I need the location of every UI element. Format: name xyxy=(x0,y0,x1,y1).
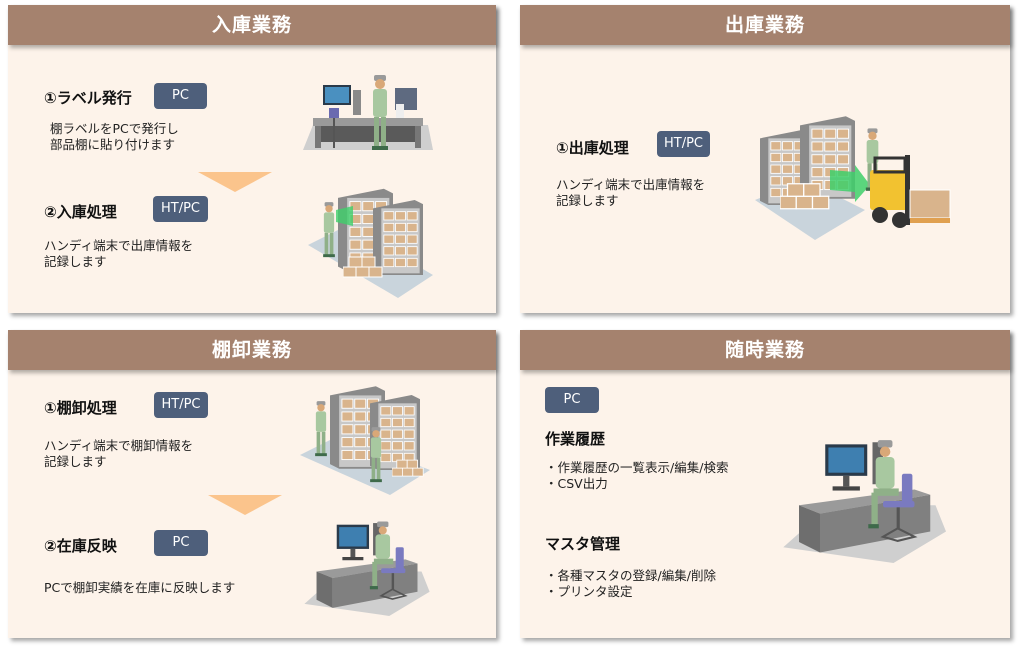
step-stocktake-title: ①棚卸処理 xyxy=(44,399,117,417)
master-management-item: プリンタ設定 xyxy=(545,584,716,600)
adhoc-panel-header: 随時業務 xyxy=(520,330,1010,370)
worker-at-desk-pc-illustration xyxy=(778,430,946,570)
shipping-panel: 出庫業務 ①出庫処理 HT/PC ハンディ端末で出庫情報を 記録します xyxy=(520,5,1010,313)
inventory-panel: 棚卸業務 ①棚卸処理 HT/PC ハンディ端末で棚卸情報を 記録します ②在庫反… xyxy=(8,330,496,638)
step-reflect-title: ②在庫反映 xyxy=(44,537,117,555)
step-stocktake-desc: ハンディ端末で棚卸情報を 記録します xyxy=(44,438,194,469)
step-label-issue-desc: 棚ラベルをPCで発行し 部品棚に貼り付けます xyxy=(50,121,179,152)
work-history-item: 作業履歴の一覧表示/編集/検索 xyxy=(545,460,729,476)
step-label-issue-title: ①ラベル発行 xyxy=(44,89,132,107)
step-receiving-badge: HT/PC xyxy=(153,196,208,222)
receiving-panel-header: 入庫業務 xyxy=(8,5,496,45)
flow-arrow-down xyxy=(198,172,272,192)
adhoc-panel: 随時業務 PC 作業履歴 作業履歴の一覧表示/編集/検索 CSV出力 マスタ管理… xyxy=(520,330,1010,638)
step-shipping-title: ①出庫処理 xyxy=(556,139,629,157)
adhoc-badge: PC xyxy=(545,387,599,413)
step-reflect-desc: PCで棚卸実績を在庫に反映します xyxy=(44,580,236,595)
step-receiving-desc: ハンディ端末で出庫情報を 記録します xyxy=(44,238,194,269)
label-printing-workstation-illustration xyxy=(303,70,433,160)
step-shipping-desc: ハンディ端末で出庫情報を 記録します xyxy=(556,177,706,208)
forklift-warehouse-illustration xyxy=(755,110,955,250)
workers-counting-shelves-illustration xyxy=(300,380,430,495)
worker-at-desk-pc-illustration xyxy=(300,515,430,620)
work-history-title: 作業履歴 xyxy=(545,430,606,448)
inventory-panel-header: 棚卸業務 xyxy=(8,330,496,370)
receiving-panel: 入庫業務 ①ラベル発行 PC 棚ラベルをPCで発行し 部品棚に貼り付けます ②入… xyxy=(8,5,496,313)
step-reflect-badge: PC xyxy=(154,530,208,556)
work-history-list: 作業履歴の一覧表示/編集/検索 CSV出力 xyxy=(545,460,729,492)
step-stocktake-badge: HT/PC xyxy=(154,392,208,418)
master-management-item: 各種マスタの登録/編集/削除 xyxy=(545,568,716,584)
step-label-issue-badge: PC xyxy=(154,83,207,109)
shipping-panel-header: 出庫業務 xyxy=(520,5,1010,45)
master-management-list: 各種マスタの登録/編集/削除 プリンタ設定 xyxy=(545,568,716,600)
worker-scanning-shelves-illustration xyxy=(308,180,433,298)
master-management-title: マスタ管理 xyxy=(545,535,621,553)
step-receiving-title: ②入庫処理 xyxy=(44,203,117,221)
step-shipping-badge: HT/PC xyxy=(657,131,710,157)
work-history-item: CSV出力 xyxy=(545,476,728,492)
flow-arrow-down xyxy=(208,495,282,515)
